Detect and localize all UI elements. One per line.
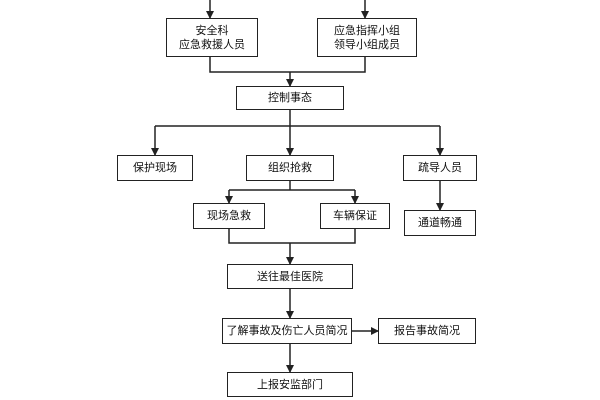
node-control: 控制事态 bbox=[236, 86, 344, 110]
node-clear-road-label: 通道畅通 bbox=[418, 216, 462, 229]
node-organize-rescue: 组织抢救 bbox=[246, 155, 334, 181]
node-evacuate-label: 疏导人员 bbox=[418, 161, 462, 174]
node-clear-road: 通道畅通 bbox=[404, 210, 476, 236]
node-safety-dept: 安全科 应急救援人员 bbox=[166, 18, 258, 57]
node-organize-rescue-label: 组织抢救 bbox=[268, 161, 312, 174]
connector-top-merge bbox=[209, 57, 366, 73]
node-evacuate: 疏导人员 bbox=[403, 155, 477, 181]
node-supervision-label: 上报安监部门 bbox=[257, 377, 323, 391]
node-protect-scene-label: 保护现场 bbox=[133, 161, 177, 174]
node-control-label: 控制事态 bbox=[268, 91, 312, 104]
node-report-label: 报告事故简况 bbox=[394, 324, 460, 337]
node-supervision: 上报安监部门 bbox=[227, 372, 353, 397]
node-protect-scene: 保护现场 bbox=[117, 155, 193, 181]
node-safety-dept-line2: 应急救援人员 bbox=[179, 37, 245, 51]
node-command-group-line2: 领导小组成员 bbox=[334, 37, 400, 51]
node-vehicle-label: 车辆保证 bbox=[333, 209, 377, 222]
node-report: 报告事故简况 bbox=[378, 318, 476, 344]
node-command-group-line1: 应急指挥小组 bbox=[334, 23, 400, 37]
node-hospital: 送往最佳医院 bbox=[227, 264, 353, 289]
node-hospital-label: 送往最佳医院 bbox=[257, 269, 323, 283]
node-onsite-aid-label: 现场急救 bbox=[207, 209, 251, 222]
connector-hospital-merge bbox=[228, 229, 356, 244]
node-understand-label: 了解事故及伤亡人员简况 bbox=[226, 324, 348, 337]
node-onsite-aid: 现场急救 bbox=[193, 203, 265, 229]
node-vehicle: 车辆保证 bbox=[320, 203, 390, 229]
node-safety-dept-line1: 安全科 bbox=[195, 23, 229, 37]
node-command-group: 应急指挥小组 领导小组成员 bbox=[317, 18, 417, 57]
node-understand: 了解事故及伤亡人员简况 bbox=[222, 318, 352, 344]
